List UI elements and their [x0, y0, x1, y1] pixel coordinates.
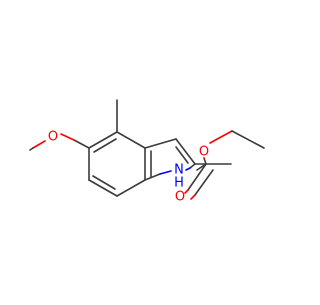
bond-c7-c6-inner	[92, 175, 116, 190]
bond-c5-c4	[88, 131, 118, 149]
bond-c7a-n-b	[159, 170, 172, 175]
bond-c4-c3a	[116, 131, 146, 149]
bond-c7a-n-a	[144, 173, 161, 181]
atom-label-carbonyl-oxygen: O	[175, 190, 185, 205]
atom-label-methoxy-oxygen: O	[48, 130, 58, 145]
bond-c3-c2-inner	[175, 146, 189, 164]
bond-o-methyl-a	[32, 140, 46, 149]
bond-o-ester-methyl-a	[209, 130, 233, 144]
bond-o-ester-methyl-b	[231, 130, 265, 149]
chemical-structure-drawing: O O O N H	[29, 99, 265, 205]
atom-label-ester-ether-oxygen: O	[199, 145, 209, 160]
bond-ccarbonyl-o-carbonyl-a	[187, 163, 207, 191]
bond-c7-c6	[88, 179, 118, 197]
bond-c7a-c7	[116, 179, 146, 197]
bond-c5-o-methoxy-a	[73, 139, 90, 149]
bond-layer	[29, 99, 265, 200]
structure-canvas: O O O N H	[29, 99, 265, 205]
bond-c3-c2	[175, 138, 196, 165]
bond-ccarbonyl-o-a	[203, 157, 207, 165]
atom-label-nitrogen-hydrogen: H	[174, 176, 184, 191]
bond-c5-c4-inner	[93, 138, 117, 153]
bond-c3a-c3	[144, 138, 177, 149]
atom-label-nitrogen: N	[174, 163, 184, 178]
bond-o-methyl-b	[29, 147, 34, 151]
bond-ccarbonyl-o-carbonyl-b	[184, 189, 189, 194]
bond-ccarbonyl-o-carbonyl-inner-a	[194, 169, 214, 196]
bond-c2-n-a	[189, 163, 196, 169]
bond-c2-n-b	[185, 167, 191, 171]
bond-ccarbonyl-o-carbonyl-inner-b	[190, 194, 196, 200]
bond-c5-o-methoxy-b	[60, 133, 75, 141]
